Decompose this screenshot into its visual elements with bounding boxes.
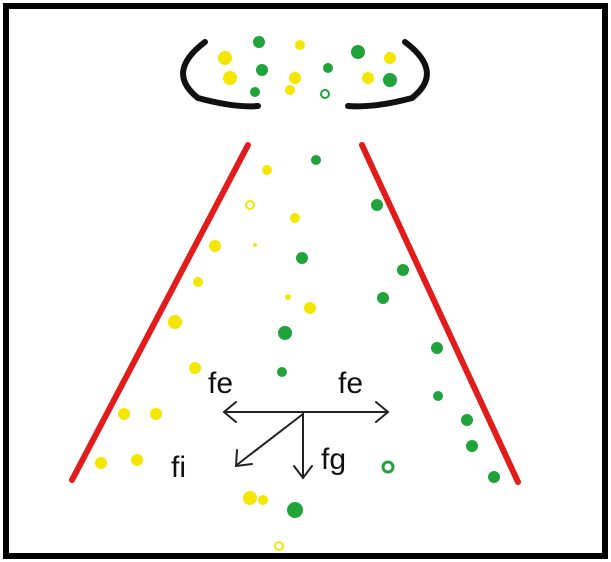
green-particle [253, 36, 265, 48]
cone-left-edge [69, 142, 251, 483]
yellow-particle [245, 200, 255, 210]
green-particle [311, 155, 321, 165]
green-particle [287, 502, 303, 518]
fe-right-arrowhead [375, 401, 390, 423]
green-particle [381, 460, 395, 474]
green-particle [323, 63, 333, 73]
green-particle [397, 264, 409, 276]
fe-right-label: fe [338, 367, 363, 400]
green-particle [431, 342, 443, 354]
yellow-particle [384, 52, 396, 64]
green-particle [383, 73, 397, 87]
nozzle-right-arc [345, 39, 430, 110]
yellow-particle [304, 302, 316, 314]
yellow-particle [218, 51, 232, 65]
yellow-particle [262, 165, 272, 175]
yellow-particle [295, 40, 305, 50]
fi-arrowhead [234, 449, 253, 468]
green-particle [466, 440, 478, 452]
green-particle [250, 87, 260, 97]
yellow-particle [289, 72, 301, 84]
green-particle [433, 391, 443, 401]
fe-left-arrowhead [222, 401, 237, 423]
yellow-particle [168, 315, 182, 329]
green-particle [277, 367, 287, 377]
green-particle [377, 292, 389, 304]
yellow-particle [150, 408, 162, 420]
yellow-particle [362, 72, 374, 84]
yellow-particle [193, 277, 203, 287]
yellow-particle [118, 408, 130, 420]
fg-arrowhead [293, 465, 313, 480]
green-particle [488, 471, 500, 483]
yellow-particle [274, 541, 284, 551]
yellow-particle [258, 495, 268, 505]
fg-label: fg [321, 443, 346, 476]
yellow-particle [290, 213, 300, 223]
yellow-particle [253, 243, 257, 247]
green-particle [278, 326, 292, 340]
green-particle [371, 199, 383, 211]
fi-arrow-shaft [237, 413, 304, 465]
yellow-particle [209, 240, 221, 252]
bowl-particles [218, 36, 397, 99]
spray-particles [95, 155, 500, 551]
yellow-particle [189, 362, 201, 374]
green-particle [351, 45, 365, 59]
cone-right-edge [359, 142, 521, 485]
yellow-particle [243, 491, 257, 505]
yellow-particle [131, 454, 143, 466]
yellow-particle [285, 85, 295, 95]
green-particle [256, 64, 268, 76]
green-particle [320, 89, 330, 99]
green-particle [296, 252, 308, 264]
yellow-particle [95, 457, 107, 469]
fe-left-label: fe [208, 367, 233, 400]
fi-label: fi [171, 451, 186, 484]
force-vectors [222, 401, 390, 480]
yellow-particle [223, 71, 237, 85]
yellow-particle [285, 294, 291, 300]
green-particle [461, 414, 473, 426]
nozzle-left-arc [180, 39, 261, 110]
